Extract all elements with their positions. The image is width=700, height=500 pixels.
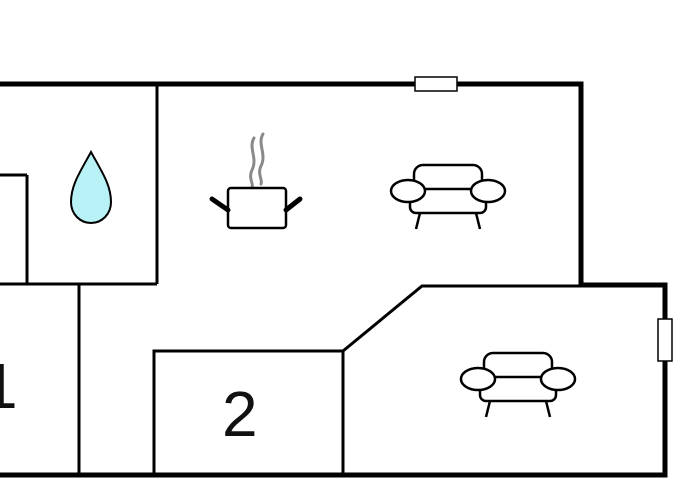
sofa-icon [459, 351, 577, 418]
window [657, 318, 673, 362]
sofa-icon [389, 163, 507, 230]
inner-walls [0, 84, 581, 475]
cooking-pot-icon [209, 132, 303, 230]
outer-walls [0, 81, 668, 478]
water-drop-icon [69, 149, 113, 225]
window [414, 76, 458, 92]
room-label-2: 2 [222, 378, 258, 450]
room-label-1: 1 [0, 350, 18, 422]
